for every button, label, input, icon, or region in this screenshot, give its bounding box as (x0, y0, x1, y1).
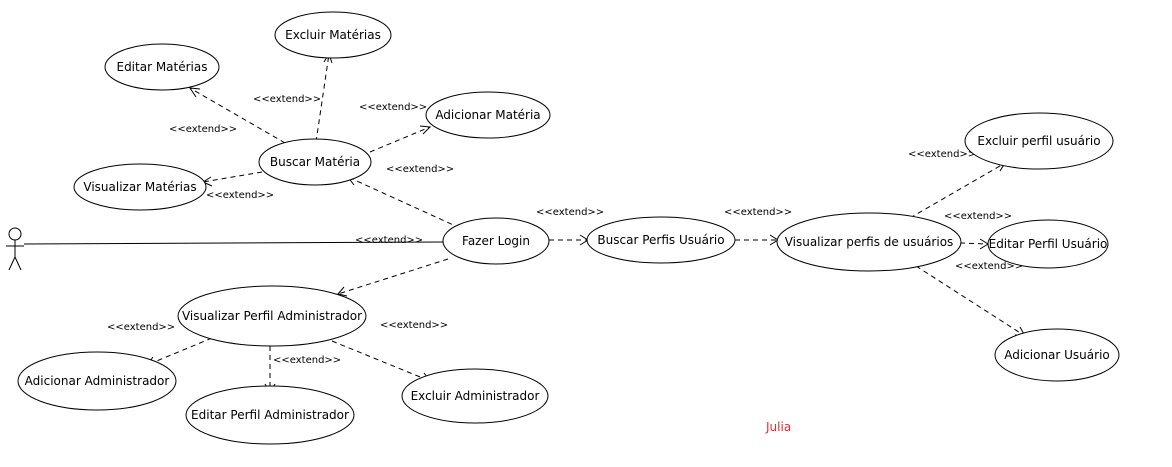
use-case-label: Editar Perfil Usuário (989, 237, 1108, 251)
use-case-label: Visualizar Matérias (83, 180, 196, 194)
use-case-label: Editar Matérias (116, 60, 207, 74)
use-case-label: Buscar Perfis Usuário (597, 233, 724, 247)
extend-label: <<extend>> (253, 94, 321, 105)
extend-label: <<extend>> (724, 207, 792, 218)
use-case-editar-materias[interactable]: Editar Matérias (104, 43, 220, 91)
actor-left-leg (8, 256, 16, 271)
use-case-label: Adicionar Matéria (435, 108, 540, 122)
use-case-visualizar-perfis-usuarios[interactable]: Visualizar perfis de usuários (776, 212, 962, 272)
use-case-editar-perfil-administrador[interactable]: Editar Perfil Administrador (185, 385, 355, 445)
use-case-excluir-administrador[interactable]: Excluir Administrador (401, 368, 549, 424)
extend-label: <<extend>> (386, 164, 454, 175)
extend-perfil-admin-editar-admin: <<extend>> (264, 346, 341, 393)
use-case-label: Adicionar Administrador (25, 374, 170, 388)
extend-label: <<extend>> (355, 235, 423, 246)
actor-right-leg (14, 256, 22, 271)
actor-head (8, 227, 22, 241)
use-case-excluir-materias[interactable]: Excluir Matérias (274, 11, 392, 59)
association-actor-fazer-login (23, 241, 444, 245)
extend-label: <<extend>> (908, 149, 976, 160)
use-case-fazer-login[interactable]: Fazer Login (442, 217, 550, 265)
extend-label: <<extend>> (955, 261, 1023, 272)
use-case-label: Buscar Matéria (270, 155, 360, 169)
extend-label: <<extend>> (206, 190, 274, 201)
use-case-label: Excluir Matérias (285, 28, 381, 42)
use-case-visualizar-perfil-administrador[interactable]: Visualizar Perfil Administrador (177, 285, 367, 347)
extend-label: <<extend>> (944, 211, 1012, 222)
use-case-label: Editar Perfil Administrador (191, 408, 349, 422)
extend-label: <<extend>> (380, 320, 448, 331)
use-case-adicionar-administrador[interactable]: Adicionar Administrador (17, 351, 177, 411)
extend-fazer-login-buscar-materia: <<extend>> (347, 164, 461, 229)
use-case-label: Excluir Administrador (411, 389, 540, 403)
use-case-label: Visualizar perfis de usuários (785, 235, 954, 249)
extend-visualizar-perfis-adicionar-usuario: <<extend>> (915, 261, 1026, 337)
extend-label: <<extend>> (536, 207, 604, 218)
actor[interactable] (6, 227, 24, 271)
extend-label: <<extend>> (169, 124, 237, 135)
extend-label: <<extend>> (107, 322, 175, 333)
use-case-visualizar-materias[interactable]: Visualizar Matérias (73, 163, 207, 211)
use-case-label: Visualizar Perfil Administrador (182, 309, 362, 323)
use-case-label: Adicionar Usuário (1004, 348, 1110, 362)
use-case-editar-perfil-usuario[interactable]: Editar Perfil Usuário (987, 219, 1109, 269)
extend-fazer-login-visualizar-perfil-administrador (337, 258, 449, 297)
use-case-buscar-perfis-usuario[interactable]: Buscar Perfis Usuário (586, 216, 736, 264)
extend-label: <<extend>> (273, 355, 341, 366)
extend-label: <<extend>> (359, 102, 427, 113)
use-case-label: Excluir perfil usuário (977, 134, 1100, 148)
use-case-excluir-perfil-usuario[interactable]: Excluir perfil usuário (964, 112, 1114, 170)
extend-buscar-materia-visualizar-materias: <<extend>> (201, 171, 274, 201)
extend-buscar-materia-editar-materias: <<extend>> (169, 87, 286, 144)
extend-buscar-materia-adicionar-materia: <<extend>> (359, 102, 432, 153)
use-case-buscar-materia[interactable]: Buscar Matéria (258, 138, 372, 186)
use-case-adicionar-materia[interactable]: Adicionar Matéria (425, 91, 551, 139)
extend-buscar-materia-excluir-materias: <<extend>> (253, 52, 333, 143)
author-label: Julia (765, 420, 791, 434)
use-case-adicionar-usuario[interactable]: Adicionar Usuário (994, 328, 1120, 382)
use-case-label: Fazer Login (462, 234, 530, 248)
